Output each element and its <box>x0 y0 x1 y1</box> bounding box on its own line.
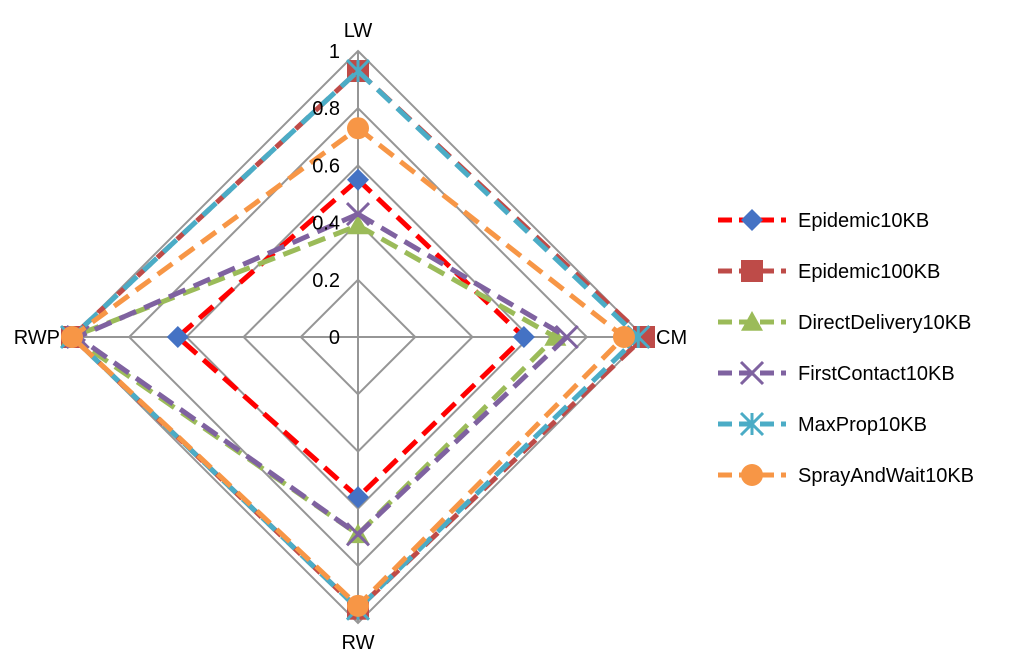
series-lines <box>59 58 655 621</box>
marker-epidemic10kb <box>741 209 763 231</box>
marker-maxprop10kb <box>345 58 371 84</box>
radar-grid <box>70 49 646 625</box>
legend-item-epidemic10kb: Epidemic10KB <box>718 209 929 232</box>
legend-label: MaxProp10KB <box>798 414 927 436</box>
marker-sprayandwait10kb <box>61 326 83 348</box>
legend-item-directdelivery10kb: DirectDelivery10KB <box>718 311 971 334</box>
series-sprayandwait10kb <box>61 117 635 617</box>
legend: Epidemic10KB Epidemic100KB DirectDelivery1… <box>718 209 974 487</box>
marker-sprayandwait10kb <box>347 594 369 617</box>
marker-sprayandwait10kb <box>741 464 763 486</box>
series-epidemic10kb <box>166 168 535 509</box>
marker-sprayandwait10kb <box>612 326 635 348</box>
tick-label: 0.4 <box>312 213 340 235</box>
legend-label: FirstContact10KB <box>798 363 955 385</box>
axis-label-lw: LW <box>344 20 373 42</box>
tick-labels: 0 0.2 0.4 0.6 0.8 1 <box>312 41 340 349</box>
marker-maxprop10kb <box>739 411 765 437</box>
legend-item-epidemic100kb: Epidemic100KB <box>718 260 940 283</box>
marker-epidemic10kb <box>166 326 189 348</box>
legend-label: SprayAndWait10KB <box>798 465 974 487</box>
series-firstcontact10kb <box>65 201 579 547</box>
marker-firstcontact10kb <box>554 324 579 350</box>
tick-label: 0.2 <box>312 270 340 292</box>
axis-label-cm: CM <box>656 327 687 349</box>
axis-label-rw: RW <box>342 632 375 654</box>
axis-labels: LW CM RW RWP <box>14 20 687 654</box>
series-line-sprayandwait10kb <box>69 125 627 609</box>
tick-label: 0 <box>329 327 340 349</box>
marker-epidemic10kb <box>347 168 369 191</box>
legend-label: Epidemic100KB <box>798 261 940 283</box>
marker-directdelivery10kb <box>741 311 763 331</box>
series-line-directdelivery10kb <box>69 222 558 537</box>
marker-epidemic10kb <box>347 486 369 509</box>
marker-directdelivery10kb <box>347 214 369 235</box>
marker-firstcontact10kb <box>739 360 765 386</box>
tick-label: 0.8 <box>312 98 340 120</box>
tick-label: 1 <box>329 41 340 63</box>
legend-item-sprayandwait10kb: SprayAndWait10KB <box>718 464 974 487</box>
legend-item-firstcontact10kb: FirstContact10KB <box>718 360 955 386</box>
marker-firstcontact10kb <box>345 522 371 547</box>
axis-label-rwp: RWP <box>14 327 60 349</box>
legend-label: DirectDelivery10KB <box>798 312 971 334</box>
series-line-maxprop10kb <box>69 68 641 612</box>
legend-label: Epidemic10KB <box>798 210 929 232</box>
marker-epidemic10kb <box>512 326 535 348</box>
marker-firstcontact10kb <box>345 201 371 227</box>
marker-epidemic100kb <box>741 260 763 282</box>
marker-sprayandwait10kb <box>347 117 369 140</box>
legend-item-maxprop10kb: MaxProp10KB <box>718 411 927 437</box>
tick-label: 0.6 <box>312 155 340 177</box>
